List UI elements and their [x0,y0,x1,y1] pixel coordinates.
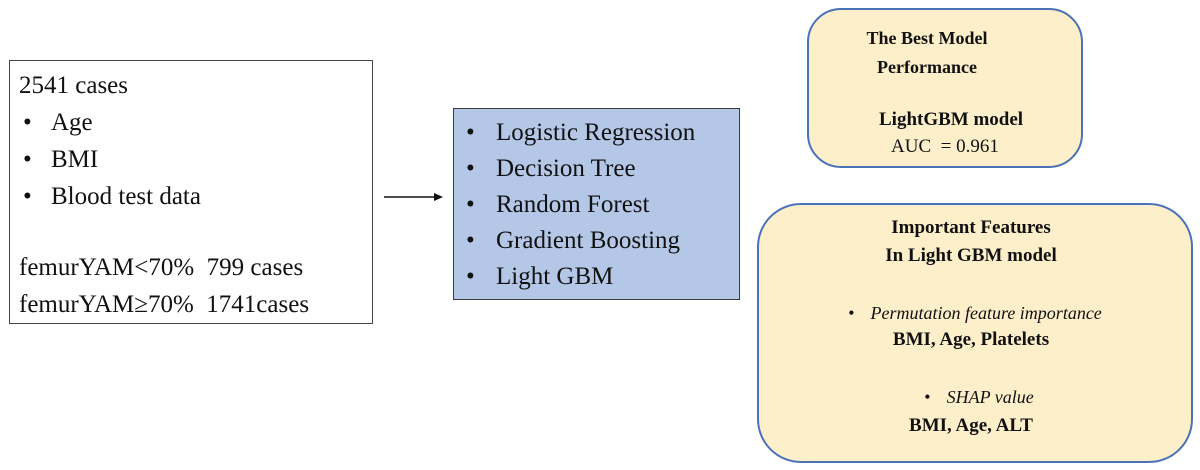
auc-value: AUC = 0.961 [891,136,999,157]
bullet-icon: • [924,387,931,407]
best-title-line2: Performance [877,57,977,77]
model-item: •Decision Tree [462,151,739,187]
best-model-box: The Best Model Performance LightGBM mode… [807,8,1083,168]
model-item: •Gradient Boosting [462,223,739,259]
input-data-box: 2541 cases •Age •BMI •Blood test data fe… [9,60,373,324]
important-features-box: Important Features In Light GBM model •P… [757,203,1193,463]
feature-item: •Blood test data [19,178,372,215]
method-permutation: •Permutation feature importance [848,303,1102,323]
arrow-icon [384,193,443,201]
bullet-icon: • [466,263,475,290]
bullet-icon: • [23,109,32,136]
group-high: femurYAM≥70% 1741cases [19,291,310,318]
bullet-icon: • [23,146,32,173]
permutation-features: BMI, Age, Platelets [892,329,1050,350]
shap-features: BMI, Age, ALT [909,415,1033,436]
feature-item: •Age [19,104,372,141]
features-title-line2: In Light GBM model [885,245,1057,266]
model-item: •Light GBM [462,259,739,295]
feature-item: •BMI [19,141,372,178]
best-model-name: LightGBM model [879,109,1024,130]
model-item: •Random Forest [462,187,739,223]
bullet-icon: • [23,183,32,210]
method-shap: •SHAP value [924,387,1034,407]
bullet-icon: • [466,155,475,182]
spacer [19,215,372,249]
bullet-icon: • [848,303,855,323]
features-title-line1: Important Features [891,217,1051,238]
bullet-icon: • [466,227,475,254]
models-box: •Logistic Regression •Decision Tree •Ran… [453,108,740,300]
best-title-line1: The Best Model [866,28,988,48]
bullet-icon: • [466,119,475,146]
model-item: •Logistic Regression [462,115,739,151]
group-low: femurYAM<70% 799 cases [19,254,304,281]
case-count: 2541 cases [19,72,128,99]
bullet-icon: • [466,191,475,218]
